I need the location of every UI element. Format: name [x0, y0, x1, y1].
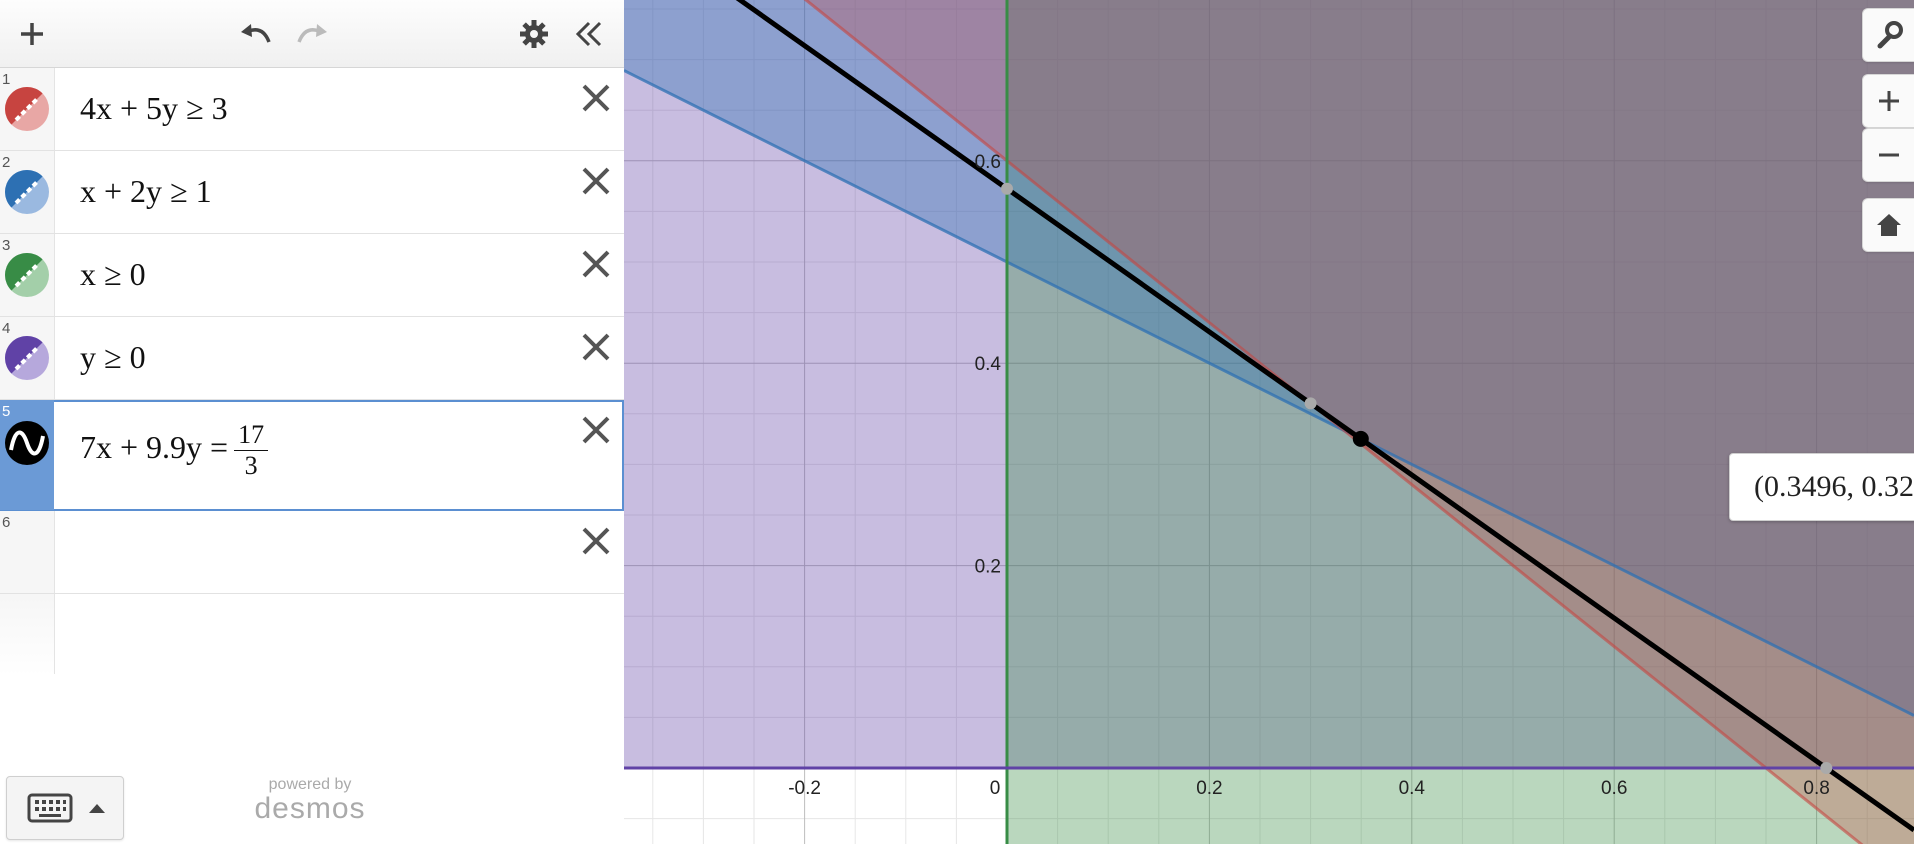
y-tick-label: 0.4 — [975, 354, 1002, 375]
intersection-point — [1352, 430, 1369, 447]
expression-item-empty[interactable]: 7 — [0, 594, 624, 674]
fraction-numerator: 17 — [238, 420, 265, 449]
x-tick-label: 0.6 — [1601, 778, 1627, 799]
expression-lhs: 7x + 9.9y = — [80, 428, 229, 465]
curve-line-black — [735, 0, 1914, 833]
zoom-out-button[interactable] — [1862, 128, 1914, 182]
region-x-plus-2y-ge-1 — [624, 0, 1914, 716]
expression-number: 5 — [2, 403, 11, 420]
delete-expression-icon[interactable] — [576, 161, 616, 201]
wrench-icon — [1877, 21, 1903, 49]
expression-latex[interactable]: x + 2y ≥ 1 — [80, 173, 212, 209]
inequality-style-icon[interactable] — [4, 86, 50, 132]
home-icon — [1877, 214, 1901, 236]
expression-number: 2 — [2, 154, 11, 171]
undo-button[interactable] — [232, 0, 280, 67]
graph-points — [1001, 182, 1833, 774]
y-tick-label: 0.6 — [975, 152, 1001, 173]
expression-item[interactable]: 4 y ≥ 0 — [0, 317, 624, 400]
zoom-in-icon — [1879, 91, 1899, 111]
y-tick-label: 0.2 — [975, 557, 1001, 578]
expression-gutter: 4 — [0, 317, 55, 399]
expression-latex[interactable]: x ≥ 0 — [80, 256, 146, 292]
gutter-fade — [0, 596, 54, 676]
x-tick-label: 0.8 — [1803, 778, 1829, 799]
point-coordinate-label[interactable]: (0.3496, 0.3252) — [1729, 453, 1914, 521]
x-tick-label: -0.2 — [788, 778, 821, 799]
settings-button[interactable] — [510, 0, 558, 67]
graph-controls — [1862, 0, 1914, 844]
expression-list: 1 4x + 5y ≥ 3 2 x + 2y ≥ 1 — [0, 68, 624, 674]
shaded-regions — [624, 0, 1914, 844]
powered-by-text: powered by — [268, 776, 352, 793]
redo-button[interactable] — [288, 0, 336, 67]
double-chevron-left-icon — [575, 21, 602, 46]
delete-expression-icon[interactable] — [576, 410, 616, 450]
y-intercept-point — [1001, 182, 1013, 195]
delete-expression-icon[interactable] — [576, 327, 616, 367]
fraction-denominator: 3 — [244, 451, 258, 480]
collapse-panel-button[interactable] — [564, 0, 612, 67]
expression-item-empty[interactable]: 6 — [0, 511, 624, 594]
expression-number: 6 — [2, 514, 11, 531]
redo-icon — [297, 23, 327, 43]
expression-gutter: 3 — [0, 234, 55, 316]
graph-settings-button[interactable] — [1862, 8, 1914, 62]
graph-canvas[interactable]: -0.2 0 0.2 0.4 0.6 0.8 0.2 0.4 0.6 — [624, 0, 1914, 844]
graph-paper[interactable]: -0.2 0 0.2 0.4 0.6 0.8 0.2 0.4 0.6 (0.3496, 0.32… — [624, 0, 1914, 844]
expression-latex[interactable]: y ≥ 0 — [80, 339, 146, 375]
expression-item[interactable]: 3 x ≥ 0 — [0, 234, 624, 317]
fraction-bar — [234, 450, 269, 451]
add-expression-button[interactable] — [8, 0, 56, 67]
inequality-style-icon[interactable] — [4, 252, 50, 298]
expression-latex[interactable]: 4x + 5y ≥ 3 — [80, 90, 228, 126]
delete-expression-icon[interactable] — [576, 521, 616, 561]
delete-expression-icon[interactable] — [576, 78, 616, 118]
x-tick-label: 0 — [990, 778, 1001, 799]
region-y-ge-0 — [624, 0, 1914, 768]
expression-item[interactable]: 1 4x + 5y ≥ 3 — [0, 68, 624, 151]
inequality-style-icon[interactable] — [4, 335, 50, 381]
region-x-ge-0 — [1007, 0, 1914, 844]
curve-style-icon[interactable] — [4, 420, 50, 466]
plus-icon — [21, 22, 43, 45]
expression-gutter: 6 — [0, 511, 55, 593]
zoom-in-button[interactable] — [1862, 74, 1914, 128]
expression-panel: 1 4x + 5y ≥ 3 2 x + 2y ≥ 1 — [0, 0, 624, 844]
expression-gutter: 2 — [0, 151, 55, 233]
keyboard-icon — [27, 793, 105, 823]
expression-toolbar — [0, 0, 624, 68]
expression-gutter: 1 — [0, 68, 55, 150]
powered-by-desmos[interactable]: powered by desmos — [250, 776, 370, 826]
boundary-lines — [624, 0, 1914, 844]
x-tick-label: 0.4 — [1399, 778, 1426, 799]
expression-gutter: 5 — [0, 400, 54, 510]
undo-icon — [241, 23, 271, 43]
delete-expression-icon[interactable] — [576, 244, 616, 284]
boundary-line-red — [803, 0, 1864, 844]
default-viewport-button[interactable] — [1862, 198, 1914, 252]
minor-grid — [624, 0, 1914, 844]
boundary-line-blue — [624, 69, 1914, 717]
gear-icon — [520, 19, 548, 48]
region-4x-plus-5y-ge-3 — [624, 0, 1914, 844]
expression-number: 1 — [2, 71, 11, 88]
expression-number: 4 — [2, 320, 11, 337]
x-tick-label: 0.2 — [1196, 778, 1222, 799]
desmos-logo: desmos — [254, 792, 366, 825]
zoom-out-icon — [1879, 153, 1899, 157]
expression-number: 3 — [2, 237, 11, 254]
point-of-interest — [1304, 397, 1317, 410]
inequality-style-icon[interactable] — [4, 169, 50, 215]
x-intercept-point — [1820, 762, 1833, 774]
keypad-toggle-button[interactable] — [6, 776, 124, 840]
tick-labels: -0.2 0 0.2 0.4 0.6 0.8 0.2 0.4 0.6 — [788, 152, 1830, 799]
expression-item[interactable]: 2 x + 2y ≥ 1 — [0, 151, 624, 234]
